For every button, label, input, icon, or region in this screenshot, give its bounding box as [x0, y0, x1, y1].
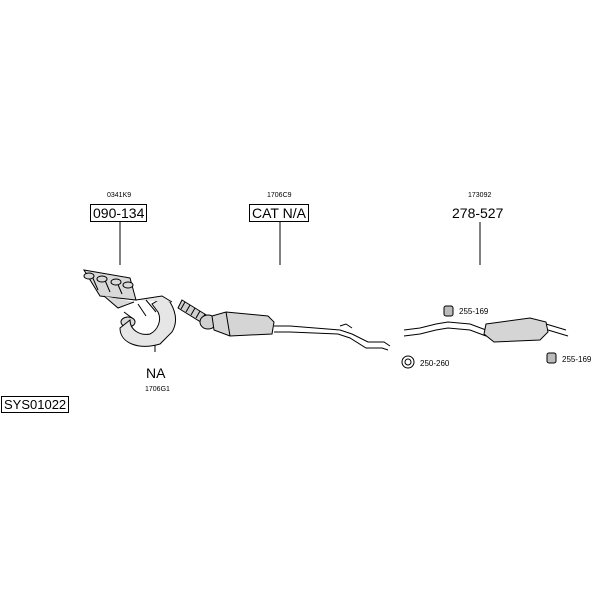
rear-silencer-part[interactable]: [403, 317, 569, 343]
rubber-mount-upper-label[interactable]: 255-169: [459, 307, 489, 316]
flex-pipe-part[interactable]: [177, 299, 217, 330]
silencer-part-number[interactable]: 278-527: [452, 205, 504, 221]
manifold-part-number[interactable]: 090-134: [90, 204, 148, 222]
rubber-mount-lower-part[interactable]: [546, 352, 557, 364]
exhaust-manifold-part[interactable]: [82, 269, 137, 328]
clamp-label[interactable]: 250-260: [420, 359, 450, 368]
front-pipe-ref-code: 1706G1: [145, 386, 170, 393]
manifold-ref-code: 0341K9: [107, 192, 132, 199]
diagram-id-label: SYS01022: [1, 396, 70, 413]
front-pipe-label[interactable]: NA: [146, 365, 166, 381]
silencer-ref-code: 173092: [468, 192, 492, 199]
clamp-part[interactable]: [401, 355, 415, 369]
catalyst-part-number[interactable]: CAT N/A: [249, 204, 309, 222]
catalyst-ref-code: 1706C9: [267, 192, 292, 199]
catalyst-part[interactable]: [211, 311, 391, 351]
rubber-mount-lower-label[interactable]: 255-169: [562, 355, 592, 364]
front-pipe-part[interactable]: [119, 295, 177, 347]
rubber-mount-upper-part[interactable]: [443, 305, 454, 317]
